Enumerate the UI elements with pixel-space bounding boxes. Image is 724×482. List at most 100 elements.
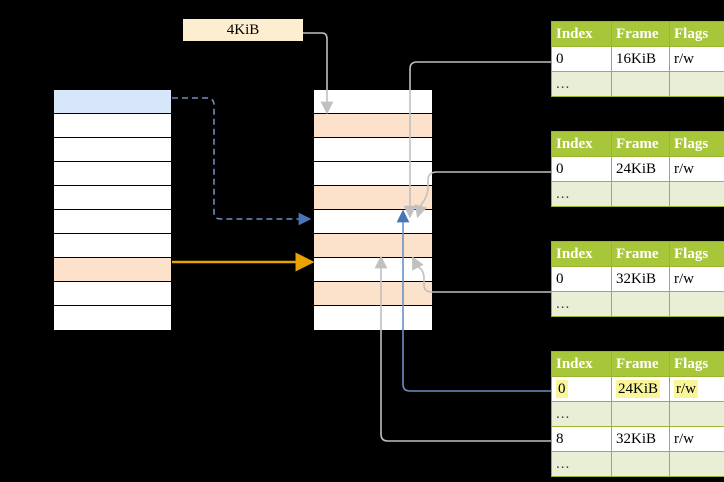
table-row: ... <box>551 71 724 97</box>
physical-row-2 <box>314 138 432 162</box>
table-cell-flags: r/w <box>669 46 724 72</box>
cell-text: ... <box>556 75 571 92</box>
table-cell-index: ... <box>551 401 612 427</box>
physical-row-5 <box>314 210 432 234</box>
cell-text: ... <box>556 405 571 422</box>
column-header-frame: Frame <box>611 131 670 157</box>
column-header-flags: Flags <box>669 351 724 377</box>
cell-text: ... <box>556 455 571 472</box>
table-row: ... <box>551 401 724 427</box>
table-row: ... <box>551 181 724 207</box>
physical-row-0 <box>314 90 432 114</box>
cell-text: 32KiB <box>616 270 657 287</box>
virtual-row-1 <box>54 114 171 138</box>
table-cell-frame <box>611 181 670 207</box>
table-cell-index: 0 <box>551 156 612 182</box>
physical-row-3 <box>314 162 432 186</box>
physical-row-9 <box>314 306 432 330</box>
table-cell-frame: 16KiB <box>611 46 670 72</box>
physical-row-6 <box>314 234 432 258</box>
table-cell-index: 0 <box>551 266 612 292</box>
wire-virtual-row1-to-physical <box>172 97 312 226</box>
virtual-row-4 <box>54 186 171 210</box>
table-cell-index: 0 <box>551 46 612 72</box>
table-cell-flags: r/w <box>669 426 724 452</box>
column-header-index: Index <box>551 131 612 157</box>
table-cell-flags: r/w <box>669 376 724 402</box>
cell-text: 24KiB <box>616 160 657 177</box>
cell-text: 0 <box>556 379 568 398</box>
cell-text: r/w <box>674 160 694 177</box>
table-cell-frame <box>611 291 670 317</box>
table-cell-flags <box>669 181 724 207</box>
table-cell-index: ... <box>551 181 612 207</box>
physical-row-8 <box>314 282 432 306</box>
column-header-index: Index <box>551 21 612 47</box>
table-row: 0 16KiB r/w <box>551 46 724 72</box>
table-cell-frame <box>611 71 670 97</box>
table-row: 0 24KiB r/w <box>551 376 724 402</box>
column-header-flags: Flags <box>669 241 724 267</box>
wire-table3-to-physical <box>412 256 551 293</box>
column-header-frame: Frame <box>611 241 670 267</box>
column-header-index: Index <box>551 241 612 267</box>
table-cell-frame <box>611 401 670 427</box>
virtual-row-9 <box>54 306 171 330</box>
table-row: ... <box>551 291 724 317</box>
table-cell-flags <box>669 401 724 427</box>
physical-row-1 <box>314 114 432 138</box>
table-cell-frame: 32KiB <box>611 266 670 292</box>
virtual-row-2 <box>54 138 171 162</box>
cell-text: 24KiB <box>616 379 661 398</box>
cell-text: 32KiB <box>616 430 657 447</box>
column-header-index: Index <box>551 351 612 377</box>
cell-text: r/w <box>674 379 698 398</box>
cell-text: 8 <box>556 430 564 447</box>
virtual-row-3 <box>54 162 171 186</box>
cell-text: r/w <box>674 270 694 287</box>
table-cell-frame: 24KiB <box>611 376 670 402</box>
cell-text: 0 <box>556 50 564 67</box>
table-cell-frame <box>611 451 670 477</box>
cell-text: ... <box>556 185 571 202</box>
table-cell-flags: r/w <box>669 156 724 182</box>
table-cell-flags <box>669 451 724 477</box>
cell-text: 16KiB <box>616 50 657 67</box>
physical-memory-column <box>313 89 433 330</box>
table-cell-frame: 24KiB <box>611 156 670 182</box>
table-row: ... <box>551 451 724 477</box>
column-header-flags: Flags <box>669 21 724 47</box>
table-cell-flags: r/w <box>669 266 724 292</box>
table-cell-index: ... <box>551 451 612 477</box>
cell-text: 0 <box>556 160 564 177</box>
column-header-frame: Frame <box>611 21 670 47</box>
table-cell-index: ... <box>551 291 612 317</box>
cell-text: r/w <box>674 430 694 447</box>
table-row: 0 24KiB r/w <box>551 156 724 182</box>
cell-text: r/w <box>674 50 694 67</box>
column-header-frame: Frame <box>611 351 670 377</box>
physical-row-4 <box>314 186 432 210</box>
virtual-row-0 <box>54 90 171 114</box>
virtual-row-5 <box>54 210 171 234</box>
table-cell-flags <box>669 291 724 317</box>
table-cell-index: ... <box>551 71 612 97</box>
physical-row-7 <box>314 258 432 282</box>
virtual-address-space-column <box>53 89 172 330</box>
virtual-row-7 <box>54 258 171 282</box>
page-size-tag: 4KiB <box>183 19 303 41</box>
table-cell-flags <box>669 71 724 97</box>
table-row: 8 32KiB r/w <box>551 426 724 452</box>
virtual-row-8 <box>54 282 171 306</box>
table-cell-frame: 32KiB <box>611 426 670 452</box>
column-header-flags: Flags <box>669 131 724 157</box>
